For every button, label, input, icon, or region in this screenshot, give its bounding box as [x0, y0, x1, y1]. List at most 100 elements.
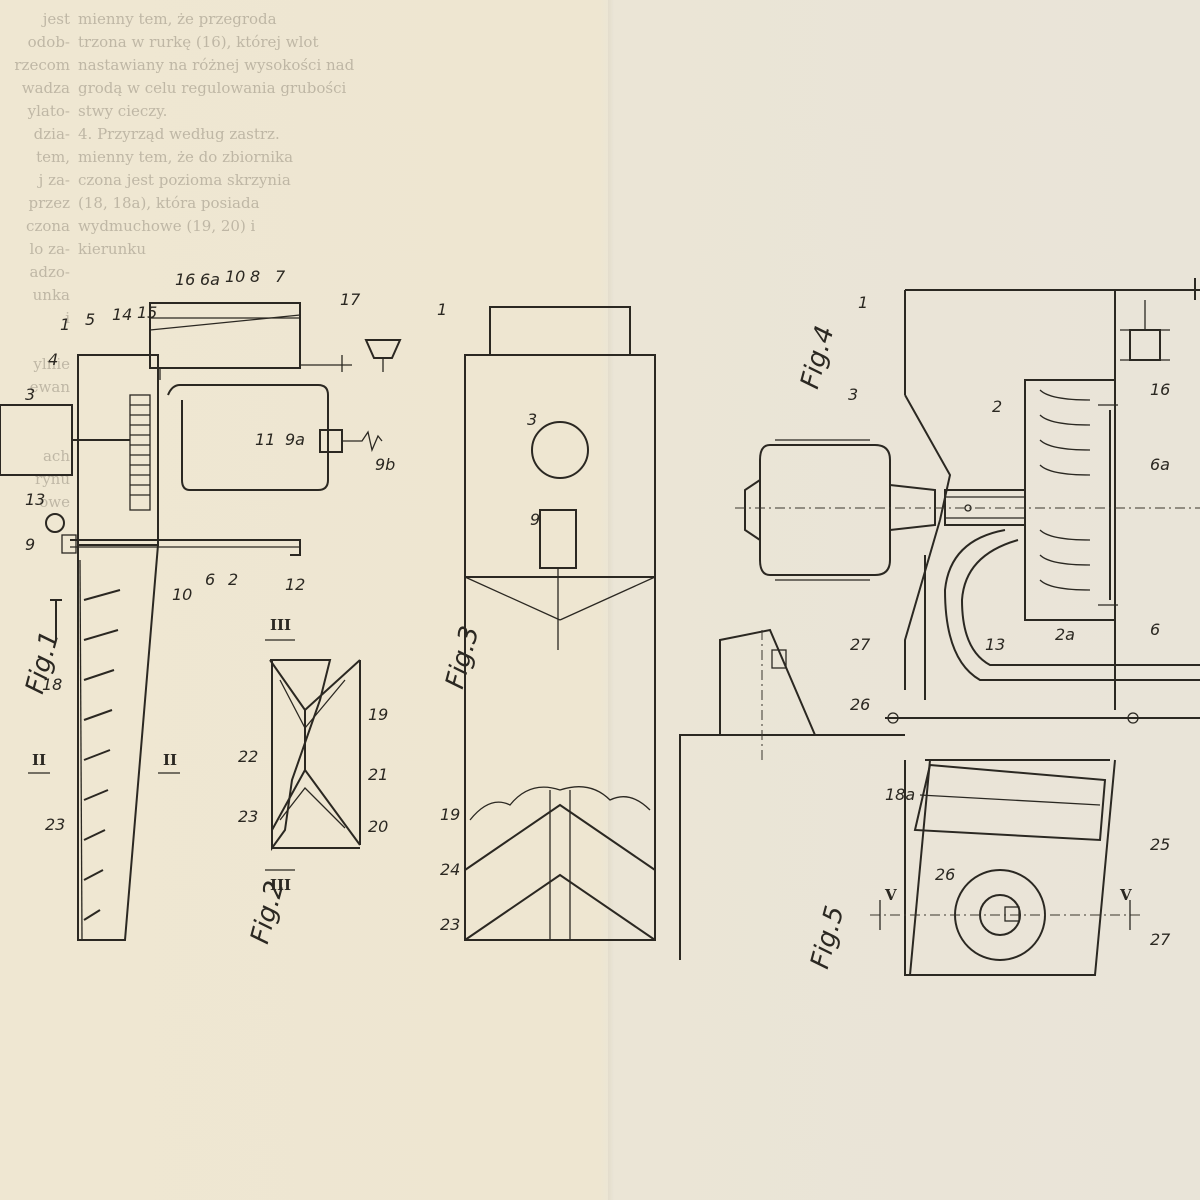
- fig5-title: Fig.5: [805, 903, 850, 972]
- text-line: wydmuchowe (19, 20) i: [78, 217, 256, 235]
- fig4-title: Fig.4: [795, 323, 840, 392]
- label-fig3-23: 23: [440, 915, 460, 934]
- fig2-top-v: [269, 659, 361, 712]
- label-fig2-19: 19: [368, 705, 388, 724]
- label-fig3-3: 3: [527, 410, 537, 429]
- fig3-title: Fig.3: [440, 623, 485, 692]
- label-fig1-17: 17: [340, 290, 361, 309]
- label-fig1-10: 10: [225, 267, 245, 286]
- text-line: (18, 18a), która posiada: [78, 194, 260, 212]
- label-fig1-23: 23: [45, 815, 65, 834]
- text-line: nastawiany na różnej wysokości nad: [78, 56, 355, 74]
- label-fig1-1: 1: [60, 315, 70, 334]
- text-line: ylato-: [27, 102, 70, 120]
- text-line: mienny tem, że do zbiornika: [78, 148, 294, 166]
- section-mark-iii-bottom: III: [270, 876, 291, 894]
- figure-4: [735, 278, 1200, 724]
- label-fig5-25: 25: [1150, 835, 1170, 854]
- fig1-valve-9a: [319, 429, 343, 453]
- page-fold: [608, 0, 614, 1200]
- label-fig5-27: 27: [850, 635, 871, 654]
- text-line: przez: [28, 194, 70, 212]
- label-fig1-12: 12: [285, 575, 305, 594]
- fig4-motor: [759, 444, 891, 576]
- text-line: wadza: [21, 79, 70, 97]
- fig5-base: [679, 734, 905, 960]
- fig5-housing: [904, 759, 1116, 976]
- text-line: dzia-: [33, 125, 70, 143]
- text-line: unka: [32, 286, 70, 304]
- label-fig1-14: 14: [112, 305, 132, 324]
- fig1-hopper: [77, 544, 159, 941]
- label-fig1-7: 7: [275, 267, 286, 286]
- label-fig1-10b: 10: [172, 585, 192, 604]
- section-mark-ii-left: II: [32, 751, 46, 769]
- fig1-funnel: [364, 339, 402, 359]
- label-fig4-2a: 2a: [1055, 625, 1075, 644]
- fig4-fan-housing: [1024, 379, 1116, 621]
- fig1-part-9: [45, 513, 65, 533]
- text-line: grodą w celu regulowania grubości: [78, 79, 347, 97]
- fig4-left-wall: [904, 394, 952, 521]
- label-fig1-6a: 6a: [200, 270, 220, 289]
- fig4-fitting-16: [1129, 329, 1161, 361]
- label-fig4-2: 2: [992, 397, 1002, 416]
- label-fig1-16: 16: [175, 270, 195, 289]
- text-line: lo za-: [29, 240, 70, 258]
- label-fig2-23: 23: [238, 807, 258, 826]
- text-line: ewan: [29, 378, 70, 396]
- text-line: tem,: [36, 148, 70, 166]
- label-fig1-3: 3: [25, 385, 35, 404]
- text-line: mienny tem, że przegroda: [78, 10, 277, 28]
- label-fig5-26: 26: [850, 695, 870, 714]
- fig3-chevron-upper: [464, 803, 656, 871]
- label-fig2-21: 21: [368, 765, 388, 784]
- label-fig3-9: 9: [530, 510, 540, 529]
- label-fig1-6: 6: [205, 570, 215, 589]
- fig1-pipe-loop: [167, 384, 329, 491]
- fig3-body: [464, 354, 656, 941]
- fig1-housing: [77, 354, 159, 546]
- text-line: czona: [26, 217, 70, 235]
- label-fig1-4: 4: [48, 350, 58, 369]
- section-mark-iii-top: III: [270, 616, 291, 634]
- text-line: stwy cieczy.: [78, 102, 168, 120]
- fig3-part-9: [539, 509, 577, 569]
- text-line: rzecom: [14, 56, 70, 74]
- fig1-fan-wheel: [129, 394, 151, 511]
- figure-2: [265, 639, 361, 871]
- label-fig2-22: 22: [238, 747, 258, 766]
- fig1-top-tank: [149, 302, 301, 369]
- text-line: jest: [42, 10, 70, 28]
- text-line: ach: [42, 447, 70, 465]
- fig3-chevron-lower: [464, 873, 656, 941]
- text-line: ylnie: [33, 355, 70, 373]
- text-line: owe: [39, 493, 70, 511]
- text-line: odob-: [27, 33, 70, 51]
- text-line: j za-: [38, 171, 70, 189]
- label-fig4-6: 6: [1150, 620, 1160, 639]
- figure-1: [0, 302, 402, 941]
- fig2-title: Fig.2: [245, 878, 290, 947]
- label-fig1-9b: 9b: [375, 455, 395, 474]
- right-text-column: mienny tem, że przegroda trzona w rurkę (…: [78, 8, 498, 491]
- text-line: trzona w rurkę (16), której wlot: [78, 33, 319, 51]
- label-fig4-1: 1: [858, 293, 868, 312]
- section-mark-ii-right: II: [163, 751, 177, 769]
- label-fig1-8: 8: [250, 267, 260, 286]
- label-fig5-18a: 18a: [885, 785, 915, 804]
- left-text-column: jest odob-rzecom wadza ylato-dzia-tem, j za-…: [0, 8, 70, 514]
- label-fig1-5: 5: [85, 310, 95, 329]
- fig3-top-tank: [489, 306, 631, 356]
- label-fig1-13: 13: [25, 490, 45, 509]
- label-fig1-2: 2: [228, 570, 238, 589]
- text-line: i: [65, 309, 70, 327]
- fig1-louvres: [83, 589, 121, 921]
- label-fig4-13: 13: [985, 635, 1005, 654]
- label-fig3-1: 1: [437, 300, 447, 319]
- label-fig3-19: 19: [440, 805, 460, 824]
- label-fig1-9a: 9a: [285, 430, 305, 449]
- label-fig3-24: 24: [440, 860, 460, 879]
